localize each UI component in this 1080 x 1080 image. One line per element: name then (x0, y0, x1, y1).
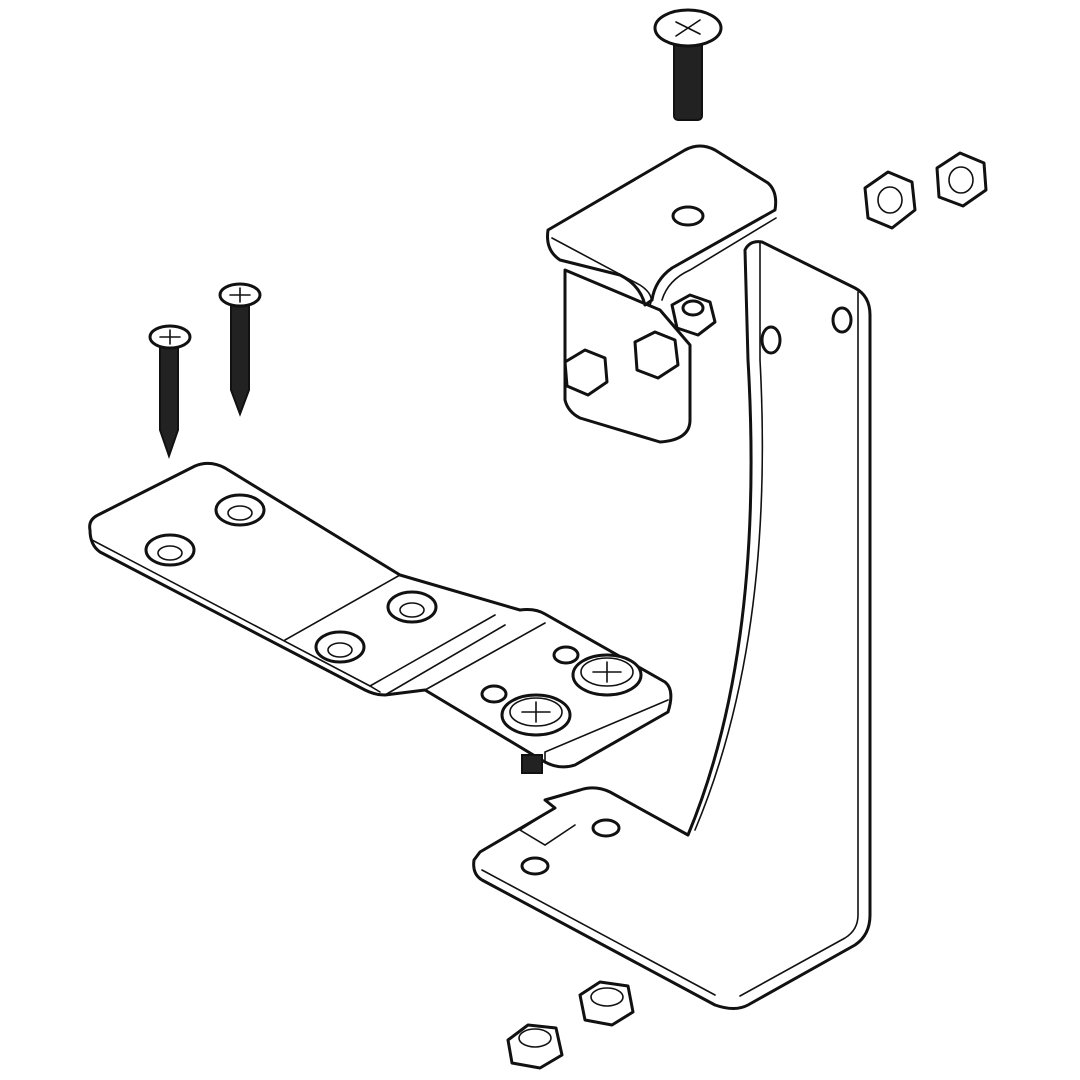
hex-nut (578, 980, 635, 1027)
wood-screw (218, 282, 262, 417)
machine-screw (653, 8, 723, 121)
mounting-hole (671, 205, 705, 227)
mounting-hole (591, 818, 621, 838)
hex-nut (935, 151, 988, 208)
mounting-hole (760, 325, 782, 355)
hex-nut (863, 170, 917, 230)
mounting-hole (831, 306, 853, 334)
wood-screw (148, 324, 192, 460)
hex-nut (506, 1023, 564, 1070)
hex-bolt (563, 293, 717, 397)
countersunk-holes (144, 493, 580, 704)
clamp-bracket (546, 144, 778, 444)
mounting-plate (88, 461, 673, 774)
phillips-screw-head (500, 653, 643, 774)
mounting-hole (520, 856, 550, 876)
l-bracket (472, 240, 872, 1010)
